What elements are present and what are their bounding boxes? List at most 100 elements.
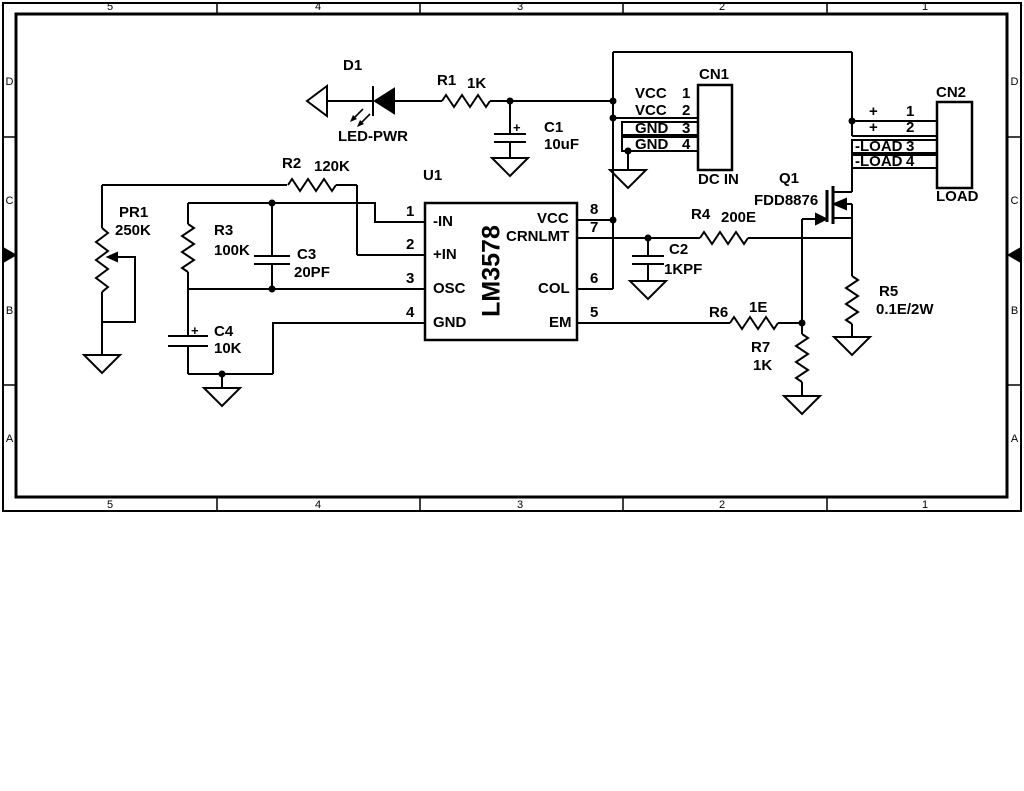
pr1-value: 250K (115, 222, 151, 239)
u1-ref: U1 (423, 167, 443, 184)
led-return-arrow-icon (305, 84, 328, 118)
u1-pin-name: CRNLMT (506, 228, 570, 245)
border-col-label: 2 (718, 499, 726, 511)
ground-icon (831, 336, 873, 357)
pot-pr1-icon (94, 227, 110, 293)
resistor-r2-icon (287, 177, 337, 193)
d1-ref: D1 (343, 57, 363, 74)
border-col-label: 5 (106, 1, 114, 13)
cn1-connector-body (696, 83, 734, 172)
ground-icon (627, 280, 669, 301)
border-col-label: 3 (516, 499, 524, 511)
u1-part-number: LM3578 (477, 225, 506, 317)
border-col-label: 4 (314, 1, 322, 13)
cn1-pin-name: VCC (635, 102, 667, 119)
pot-wiper-arrow-icon (105, 251, 118, 263)
border-col-label: 3 (516, 1, 524, 13)
gate-arrow-icon (815, 212, 829, 226)
cn2-pin-num: 1 (906, 103, 915, 120)
border-row-label: D (1010, 76, 1019, 88)
led-diode-icon (373, 87, 395, 115)
u1-ic-body (423, 201, 579, 342)
cn2-pin-num: 4 (906, 153, 915, 170)
u1-pin-num: 4 (406, 304, 415, 321)
u1-pin-name: GND (433, 314, 467, 331)
r2-value: 120K (314, 158, 350, 175)
r1-ref: R1 (437, 72, 457, 89)
r3-ref: R3 (214, 222, 234, 239)
r3-value: 100K (214, 242, 250, 259)
r5-value: 0.1E/2W (876, 301, 934, 318)
border-frame (2, 2, 1022, 512)
cn2-sublabel: LOAD (936, 188, 979, 205)
resistor-r4-icon (699, 230, 749, 246)
c3-value: 20PF (294, 264, 330, 281)
cn1-pin-name: GND (635, 120, 669, 137)
cn1-pin-num: 2 (682, 102, 691, 119)
border-col-label: 4 (314, 499, 322, 511)
c1-ref: C1 (544, 119, 564, 136)
cn2-pin-num: 2 (906, 119, 915, 136)
left-center-arrow-icon (3, 247, 17, 263)
u1-pin-num: 2 (406, 236, 415, 253)
cn2-pin-name: + (869, 119, 878, 136)
cn1-pin-num: 3 (682, 120, 691, 137)
border-col-label: 2 (718, 1, 726, 13)
r1-value: 1K (467, 75, 487, 92)
c1-polarity: + (513, 120, 521, 135)
u1-pin-num: 8 (590, 201, 599, 218)
resistor-r6-icon (729, 315, 779, 331)
u1-pin-name: +IN (433, 246, 457, 263)
d1-value: LED-PWR (338, 128, 408, 145)
c2-ref: C2 (669, 241, 689, 258)
wires-group (81, 51, 974, 416)
border-row-label: C (1010, 195, 1019, 207)
cn1-pin-num: 4 (682, 136, 691, 153)
c3-ref: C3 (297, 246, 317, 263)
r4-ref: R4 (691, 206, 711, 223)
cn2-pin-name: -LOAD (855, 153, 903, 170)
resistor-r7-icon (794, 333, 810, 383)
resistor-r5-icon (844, 275, 860, 325)
u1-pin-name: OSC (433, 280, 466, 297)
cn1-pin-num: 1 (682, 85, 691, 102)
border-row-label: A (5, 433, 14, 445)
c1-value: 10uF (544, 136, 580, 153)
load4-netbox (851, 154, 938, 169)
border-col-label: 1 (921, 499, 929, 511)
border-row-label: A (1010, 433, 1019, 445)
schematic-canvas (2, 2, 1022, 512)
r7-ref: R7 (751, 339, 771, 356)
cn2-pin-name: + (869, 103, 878, 120)
u1-pin-name: EM (549, 314, 572, 331)
ground-icon (607, 169, 649, 190)
u1-pin-num: 6 (590, 270, 599, 287)
border-row-label: C (5, 195, 14, 207)
u1-pin-num: 5 (590, 304, 599, 321)
u1-pin-name: COL (538, 280, 570, 297)
u1-pin-num: 1 (406, 203, 415, 220)
c4-polarity: + (191, 323, 199, 338)
ground-icon (81, 354, 123, 375)
border-col-label: 5 (106, 499, 114, 511)
cn1-sublabel: DC IN (698, 171, 739, 188)
body-diode-arrow-icon (831, 197, 847, 211)
cn1-pin-name: VCC (635, 85, 667, 102)
cn2-pin-num: 3 (906, 138, 915, 155)
u1-pin-num: 3 (406, 270, 415, 287)
junction-dots (218, 97, 856, 378)
load3-netbox (851, 139, 938, 154)
border-row-label: D (5, 76, 14, 88)
r4-value: 200E (721, 209, 757, 226)
cn2-connector-body (935, 100, 974, 190)
u1-pin-name: -IN (433, 213, 453, 230)
q1-ref: Q1 (779, 170, 800, 187)
c2-value: 1KPF (664, 261, 703, 278)
border-col-label: 1 (921, 1, 929, 13)
border-row-label: B (1010, 305, 1019, 317)
q1-value: FDD8876 (754, 192, 819, 209)
c4-ref: C4 (214, 323, 234, 340)
r2-ref: R2 (282, 155, 302, 172)
cn1-pin-name: GND (635, 136, 669, 153)
